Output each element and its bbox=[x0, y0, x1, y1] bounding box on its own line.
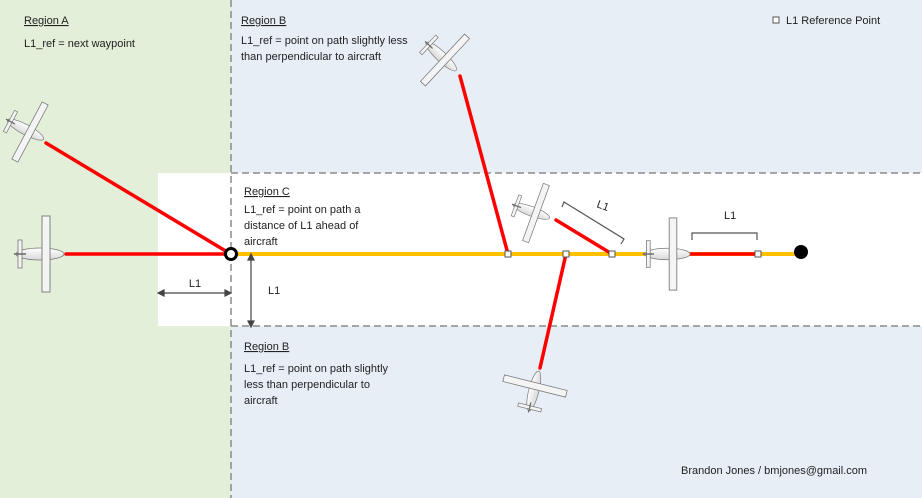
l1-horizontal-label: L1 bbox=[189, 278, 201, 290]
region-b-top-desc: than perpendicular to aircraft bbox=[241, 51, 381, 63]
l1-reference-point bbox=[754, 250, 762, 258]
credit: Brandon Jones / bmjones@gmail.com bbox=[681, 465, 867, 477]
l1-reference-point bbox=[504, 250, 512, 258]
region-b-bottom-desc: less than perpendicular to bbox=[244, 379, 370, 391]
region-c-desc: aircraft bbox=[244, 236, 278, 248]
l1-vertical-label: L1 bbox=[268, 285, 280, 297]
l1-line-region-a-upper bbox=[44, 141, 231, 255]
l1-line-region-b-top bbox=[458, 74, 510, 256]
legend-label: L1 Reference Point bbox=[786, 15, 880, 27]
region-c-desc: L1_ref = point on path a bbox=[244, 204, 361, 216]
end-waypoint bbox=[794, 245, 808, 259]
l1-reference-point bbox=[608, 250, 616, 258]
l1-right-label: L1 bbox=[724, 210, 736, 222]
arrowheads-icon bbox=[247, 252, 255, 329]
region-c-desc: distance of L1 ahead of bbox=[244, 220, 359, 232]
region-b-top-title: Region B bbox=[241, 15, 286, 27]
region-b-bottom-desc: aircraft bbox=[244, 395, 278, 407]
legend-reference-point-icon bbox=[772, 16, 780, 24]
region-a-desc: L1_ref = next waypoint bbox=[24, 38, 135, 50]
l1-right-bracket bbox=[691, 232, 758, 240]
region-b-top-background bbox=[231, 0, 922, 173]
l1-tilted-label: L1 bbox=[595, 199, 611, 214]
region-c-title: Region C bbox=[244, 186, 290, 198]
region-b-bottom-desc: L1_ref = point on path slightly bbox=[244, 363, 389, 375]
l1-line-region-c-tilted bbox=[554, 218, 614, 256]
region-a-title: Region A bbox=[24, 15, 69, 27]
start-waypoint bbox=[224, 247, 238, 261]
region-b-bottom-title: Region B bbox=[244, 341, 289, 353]
region-b-bottom-background bbox=[231, 326, 922, 498]
region-b-top-desc: L1_ref = point on path slightly less bbox=[241, 35, 408, 47]
l1-reference-point bbox=[562, 250, 570, 258]
l1-tilted-bracket bbox=[561, 201, 625, 245]
l1-line-region-b-bottom bbox=[538, 252, 568, 370]
arrowheads-icon bbox=[156, 289, 233, 297]
